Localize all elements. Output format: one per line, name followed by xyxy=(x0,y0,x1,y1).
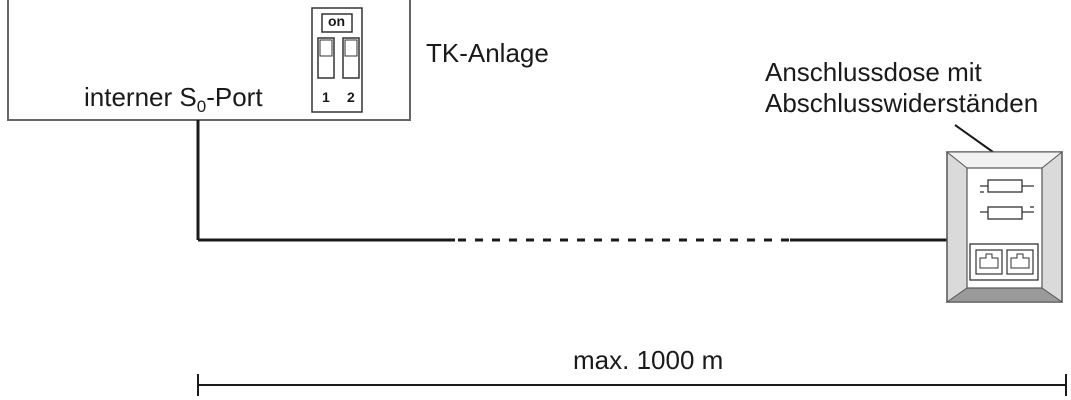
dip-switch xyxy=(311,7,363,113)
distance-dimension-line xyxy=(197,374,1067,396)
bus-cable xyxy=(196,120,947,242)
resistor-icon xyxy=(980,179,1034,220)
socket-leader-line xyxy=(954,124,994,153)
pbx-title: TK-Anlage xyxy=(426,38,549,68)
pbx-box xyxy=(7,0,411,121)
socket-label-line2: Abschlusswiderständen xyxy=(765,88,1039,118)
rj45-jack-icon xyxy=(969,243,1039,281)
termination-socket xyxy=(945,151,1064,303)
socket-label-line1: Anschlussdose mit xyxy=(765,57,982,87)
dip-switch-on-label: on xyxy=(328,13,346,29)
s0-port-label: interner S0-Port xyxy=(84,82,263,117)
dip-switch-number-2: 2 xyxy=(347,89,355,105)
dip-switch-number-1: 1 xyxy=(322,89,330,105)
distance-label: max. 1000 m xyxy=(573,345,724,375)
